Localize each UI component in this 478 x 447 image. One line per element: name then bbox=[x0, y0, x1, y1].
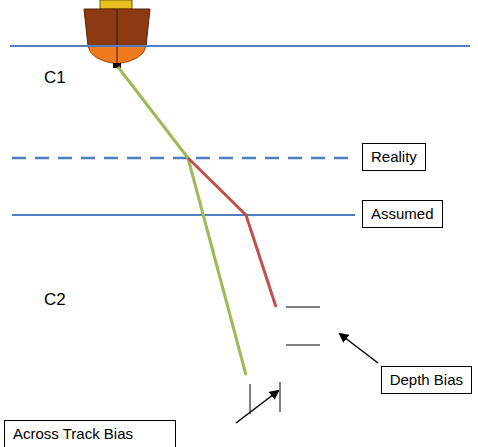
leader-arrow bbox=[236, 391, 278, 423]
ship bbox=[84, 0, 150, 68]
reality-box: Reality bbox=[362, 143, 426, 171]
medium-label: C2 bbox=[44, 290, 66, 310]
sea-surface bbox=[10, 45, 470, 47]
assumed-box: Assumed bbox=[362, 200, 443, 228]
box-text: Across Track Bias bbox=[13, 425, 167, 443]
true-ray bbox=[118, 67, 246, 375]
across-track-box: Across Track Bias bbox=[4, 420, 176, 447]
across-tick bbox=[250, 384, 251, 414]
depth-tick bbox=[286, 345, 320, 346]
medium-label: C1 bbox=[44, 68, 66, 88]
depth-bias-box: Depth Bias bbox=[381, 366, 472, 394]
assumed-boundary bbox=[12, 214, 355, 216]
real-boundary bbox=[12, 157, 355, 160]
across-tick bbox=[280, 382, 281, 412]
assumed-ray bbox=[188, 158, 276, 307]
box-text: Reality bbox=[371, 148, 417, 166]
depth-tick bbox=[286, 307, 320, 308]
box-text: Depth Bias bbox=[390, 371, 463, 389]
box-text: Assumed bbox=[371, 205, 434, 223]
leader-arrow bbox=[340, 334, 378, 363]
